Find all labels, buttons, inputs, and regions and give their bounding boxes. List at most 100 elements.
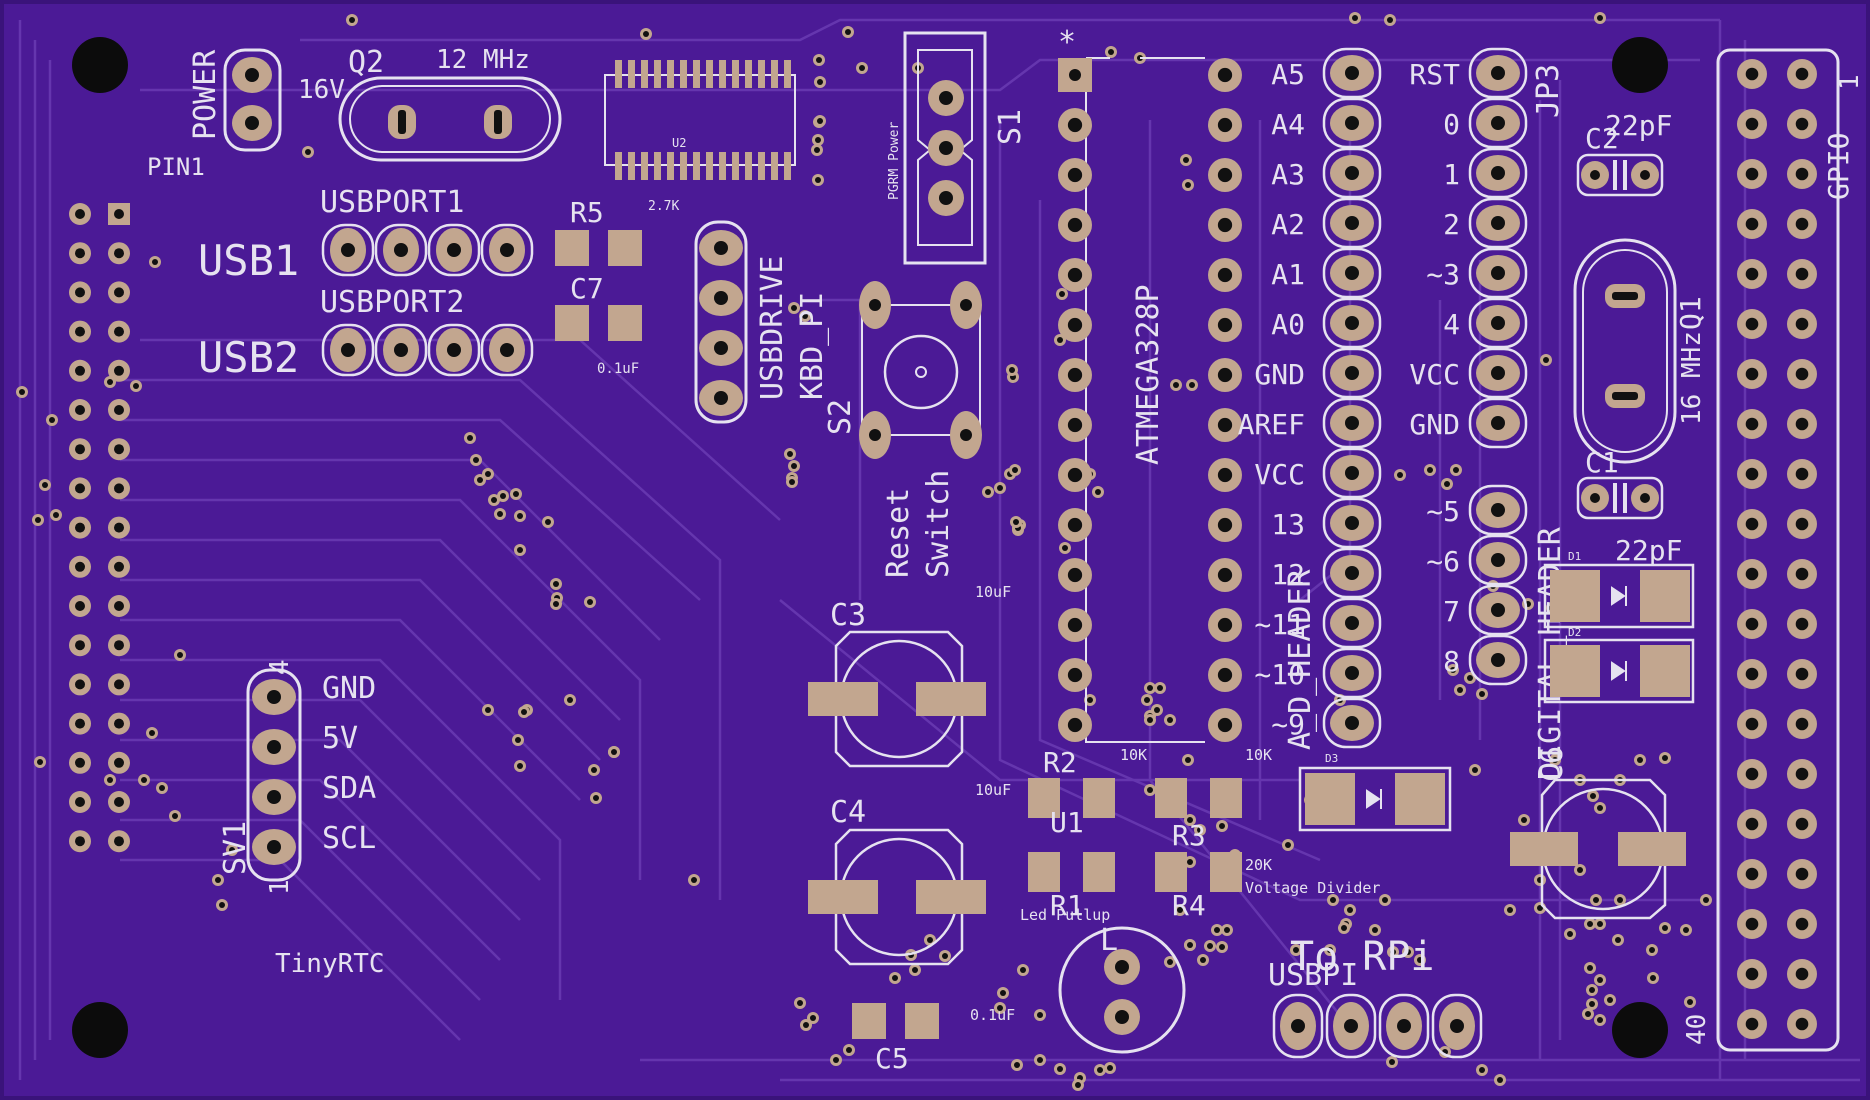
sv1-drill (267, 740, 281, 754)
digital-pin-label: 0 (1443, 108, 1460, 141)
u2-pad (784, 60, 791, 88)
gpio-outline (1716, 48, 1840, 1052)
digital-drill (1491, 603, 1505, 617)
via-drill (1662, 755, 1668, 761)
via-drill (1219, 823, 1225, 829)
gpio-drill (1745, 67, 1759, 81)
via-drill (1662, 925, 1668, 931)
sv1-header: SV1 1 4 GND 5V SDA SCL TinyRTC (218, 659, 385, 979)
usb-drill (394, 243, 408, 257)
usb-pin-outline (427, 223, 481, 277)
c4-outline (834, 828, 964, 966)
gpio-drill (1745, 567, 1759, 581)
via-drill (553, 581, 559, 587)
switch-s1: PGRM Power S1 (887, 31, 1028, 265)
d2-pad-2 (1640, 645, 1690, 697)
capacitor-c4: C4 10uF (808, 781, 1011, 966)
via-drill (1585, 1011, 1591, 1017)
digital-header-pins (1468, 47, 1528, 686)
via-drill (1453, 467, 1459, 473)
via-drill (19, 389, 25, 395)
gpio-drill (1795, 967, 1809, 981)
sv1-drill (267, 690, 281, 704)
left-header-drill (75, 797, 85, 807)
usb-pin-outline (321, 223, 375, 277)
gpio-label: GPIO (1822, 133, 1855, 200)
ad-pin-label: ~11 (1254, 608, 1305, 641)
ad-pin-label: GND (1254, 358, 1305, 391)
via-drill (1537, 905, 1543, 911)
digital-pin-outline (1468, 247, 1528, 299)
u2-pad (784, 152, 791, 180)
atmega-drill (1217, 667, 1233, 683)
via-drill (1147, 787, 1153, 793)
resistors-block: R2 10K 10K U1 R3 20K Voltage Divider R1 … (1020, 746, 1380, 924)
r5-label: R5 (570, 196, 604, 229)
via-drill (1154, 707, 1160, 713)
c1-outline (1576, 476, 1664, 520)
via-drill (141, 777, 147, 783)
gpio-drill (1745, 817, 1759, 831)
u2-pad (667, 152, 674, 180)
via-drill (49, 417, 55, 423)
digital-pin-label: RST (1409, 58, 1460, 91)
digital-pin-outline (1468, 47, 1528, 99)
ad-pin-label: A3 (1271, 158, 1305, 191)
r5-pad-1 (555, 230, 589, 266)
via-drill (1444, 481, 1450, 487)
via-drill (1330, 897, 1336, 903)
via-drill (1479, 1067, 1485, 1073)
mount-hole-top-left (72, 37, 128, 93)
atmega-drill (1067, 517, 1083, 533)
sv1-pin4-label: 4 (265, 659, 295, 675)
via-drill (491, 497, 497, 503)
r2-pad-1 (1028, 778, 1060, 818)
via-drill (500, 493, 506, 499)
usb2-pins (321, 323, 534, 377)
via-drill (1589, 987, 1595, 993)
u2-pad (719, 60, 726, 88)
s1-inner-outline (917, 49, 973, 246)
via-drill (53, 512, 59, 518)
gpio-drill (1795, 717, 1809, 731)
via-drill (1173, 382, 1179, 388)
c7-value: 0.1uF (597, 361, 639, 377)
gpio-drill (1795, 1017, 1809, 1031)
via-drill (1327, 947, 1333, 953)
left-header-drill (114, 365, 124, 376)
digital-pin-label: ~5 (1426, 495, 1460, 528)
usbpi-drill (1344, 1019, 1358, 1033)
via-drill (1014, 1062, 1020, 1068)
atmega-drill (1067, 317, 1083, 333)
c4-pad-1 (808, 880, 878, 914)
via-drill (107, 777, 113, 783)
c4-label: C4 (830, 795, 866, 830)
d2-symbol (1611, 661, 1627, 681)
left-header-drill (75, 405, 85, 415)
via-drill (1597, 1017, 1603, 1023)
atmega-pins (1058, 58, 1242, 742)
via-drill (545, 519, 551, 525)
digital-drill (1491, 503, 1505, 517)
gpio-drill (1745, 417, 1759, 431)
left-pin-header (69, 203, 130, 853)
ad-drill (1345, 266, 1359, 280)
u2-pad (771, 152, 778, 180)
d3-label: D3 (1325, 752, 1338, 765)
via-drill (1187, 942, 1193, 948)
c7-pad-2 (608, 305, 642, 341)
usb-pin-outline (374, 323, 428, 377)
digital-pin-label: 7 (1443, 595, 1460, 628)
via-drill (1479, 691, 1485, 697)
via-drill (817, 118, 823, 124)
q2-frequency-label: 12 MHz (436, 45, 530, 75)
diodes-d1-d2: D1 D2 (1543, 550, 1695, 704)
digital-pin-outline (1468, 584, 1528, 636)
via-drill (1183, 157, 1189, 163)
ad-drill (1345, 666, 1359, 680)
led-drill-2 (1115, 1010, 1129, 1024)
via-drill (517, 763, 523, 769)
q1-outline-inner (1582, 249, 1668, 453)
via-drill (215, 877, 221, 883)
